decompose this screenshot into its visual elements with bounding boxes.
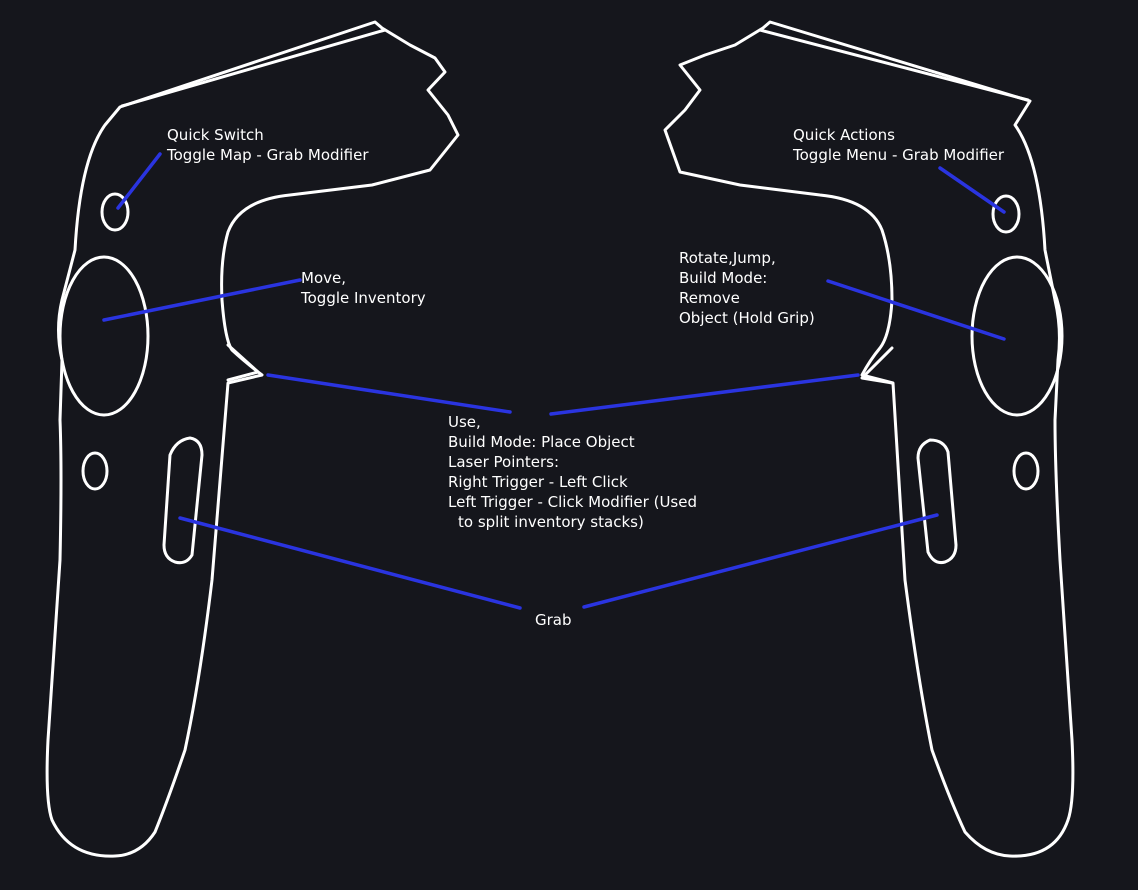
label-line: Use, bbox=[448, 413, 481, 431]
label-line: to split inventory stacks) bbox=[458, 513, 644, 531]
label-line: Left Trigger - Click Modifier (Used bbox=[448, 493, 697, 511]
label-quick-switch: Quick Switch Toggle Map - Grab Modifier bbox=[167, 125, 369, 165]
label-line: Right Trigger - Left Click bbox=[448, 473, 628, 491]
left-controller-outline bbox=[45, 20, 460, 858]
leader-use-left bbox=[266, 373, 512, 414]
label-line: Remove bbox=[679, 289, 740, 307]
label-line: Quick Actions bbox=[793, 126, 895, 144]
right-system-button bbox=[1012, 451, 1040, 491]
left-controller bbox=[45, 20, 460, 858]
leader-move bbox=[102, 278, 302, 322]
leader-grab-right bbox=[582, 513, 939, 609]
leader-rotate bbox=[826, 279, 1006, 341]
right-trackpad bbox=[970, 255, 1064, 417]
left-trackpad bbox=[58, 255, 150, 417]
left-system-button bbox=[81, 451, 109, 491]
right-grip-button bbox=[916, 438, 958, 564]
left-grip-button bbox=[162, 436, 204, 565]
left-trigger bbox=[226, 343, 260, 382]
right-controller-ridge bbox=[758, 28, 1030, 102]
leader-quick-switch bbox=[116, 152, 162, 210]
left-menu-button bbox=[100, 192, 130, 232]
label-line: Rotate,Jump, bbox=[679, 249, 776, 267]
label-line: Object (Hold Grip) bbox=[679, 309, 815, 327]
label-quick-actions: Quick Actions Toggle Menu - Grab Modifie… bbox=[793, 125, 1004, 165]
label-use: Use, Build Mode: Place Object Laser Poin… bbox=[448, 412, 697, 532]
left-controller-ridge bbox=[120, 28, 387, 108]
label-line: Build Mode: bbox=[679, 269, 768, 287]
label-grab: Grab bbox=[535, 610, 572, 630]
label-line: Move, bbox=[301, 269, 346, 287]
leader-lines bbox=[102, 152, 1006, 610]
label-line: Grab bbox=[535, 611, 572, 629]
right-trigger bbox=[860, 346, 894, 385]
leader-quick-actions bbox=[938, 166, 1006, 214]
right-menu-button bbox=[991, 194, 1021, 234]
label-line: Toggle Map - Grab Modifier bbox=[167, 146, 369, 164]
right-controller bbox=[663, 20, 1075, 858]
label-line: Build Mode: Place Object bbox=[448, 433, 635, 451]
leader-grab-left bbox=[178, 516, 522, 610]
label-line: Quick Switch bbox=[167, 126, 264, 144]
label-line: Toggle Inventory bbox=[301, 289, 426, 307]
label-line: Laser Pointers: bbox=[448, 453, 560, 471]
leader-use-right bbox=[549, 373, 860, 416]
label-rotate-jump: Rotate,Jump, Build Mode: Remove Object (… bbox=[679, 248, 815, 328]
label-line: Toggle Menu - Grab Modifier bbox=[793, 146, 1005, 164]
label-move: Move, Toggle Inventory bbox=[301, 268, 426, 308]
